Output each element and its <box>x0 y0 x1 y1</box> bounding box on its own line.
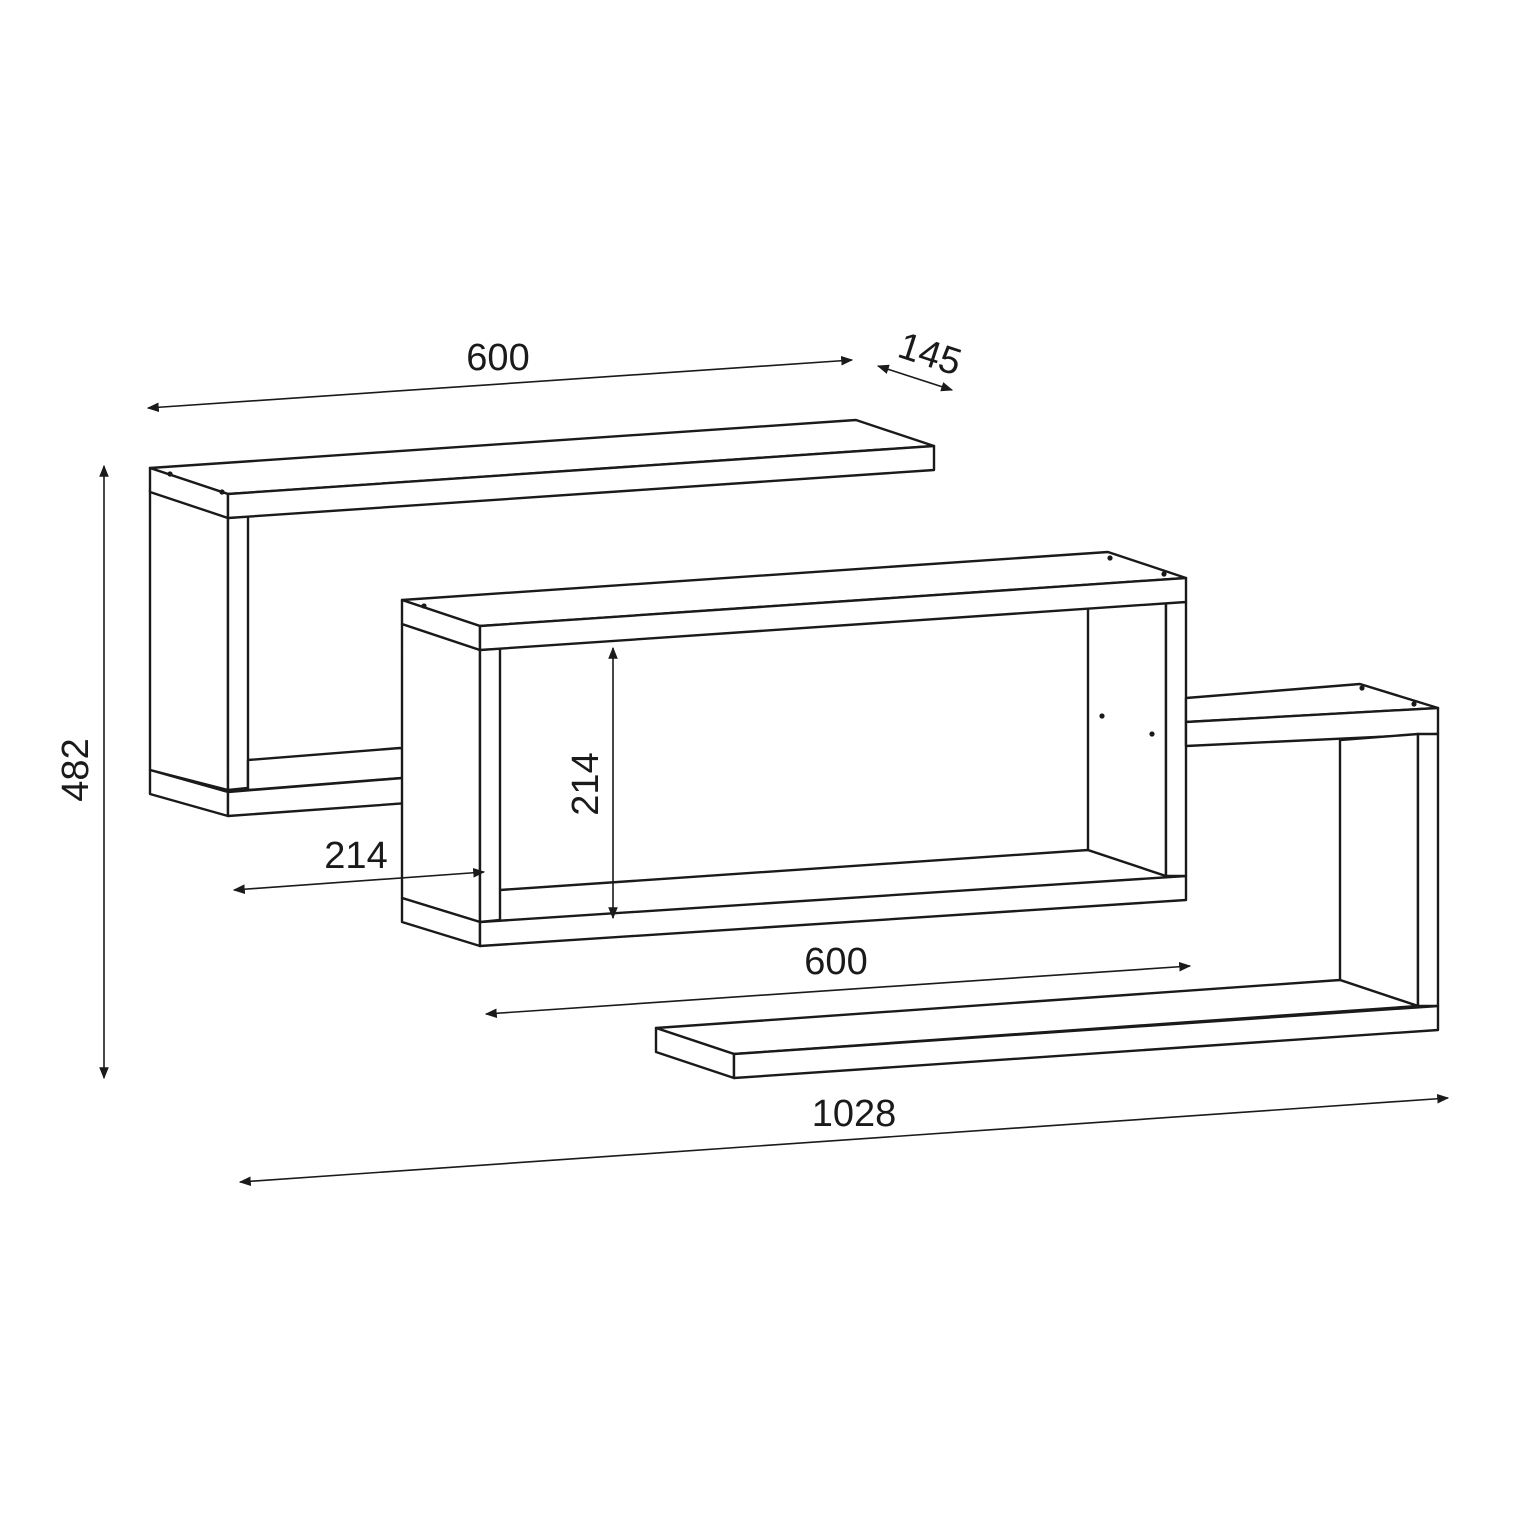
dim-label-middle-width: 600 <box>804 941 867 983</box>
middle-box-shelf <box>400 550 1188 948</box>
dim-label-total-width: 1028 <box>812 1093 897 1135</box>
dim-line-depth <box>876 364 954 392</box>
dim-label-total-height: 482 <box>55 738 97 801</box>
dim-label-inner-height: 214 <box>565 752 607 815</box>
dim-label-depth: 145 <box>893 325 966 385</box>
dim-label-top-width: 600 <box>466 337 529 379</box>
lower-right-shelf <box>654 682 1440 1080</box>
dim-line-total-width <box>238 1093 1450 1187</box>
dim-line-top-width <box>146 355 854 413</box>
dimension-annotations: 600 145 482 214 214 600 1028 <box>55 325 1450 1187</box>
dim-label-offset-width: 214 <box>324 835 387 877</box>
dim-line-offset-width <box>232 867 486 895</box>
dim-line-middle-width <box>484 961 1192 1019</box>
